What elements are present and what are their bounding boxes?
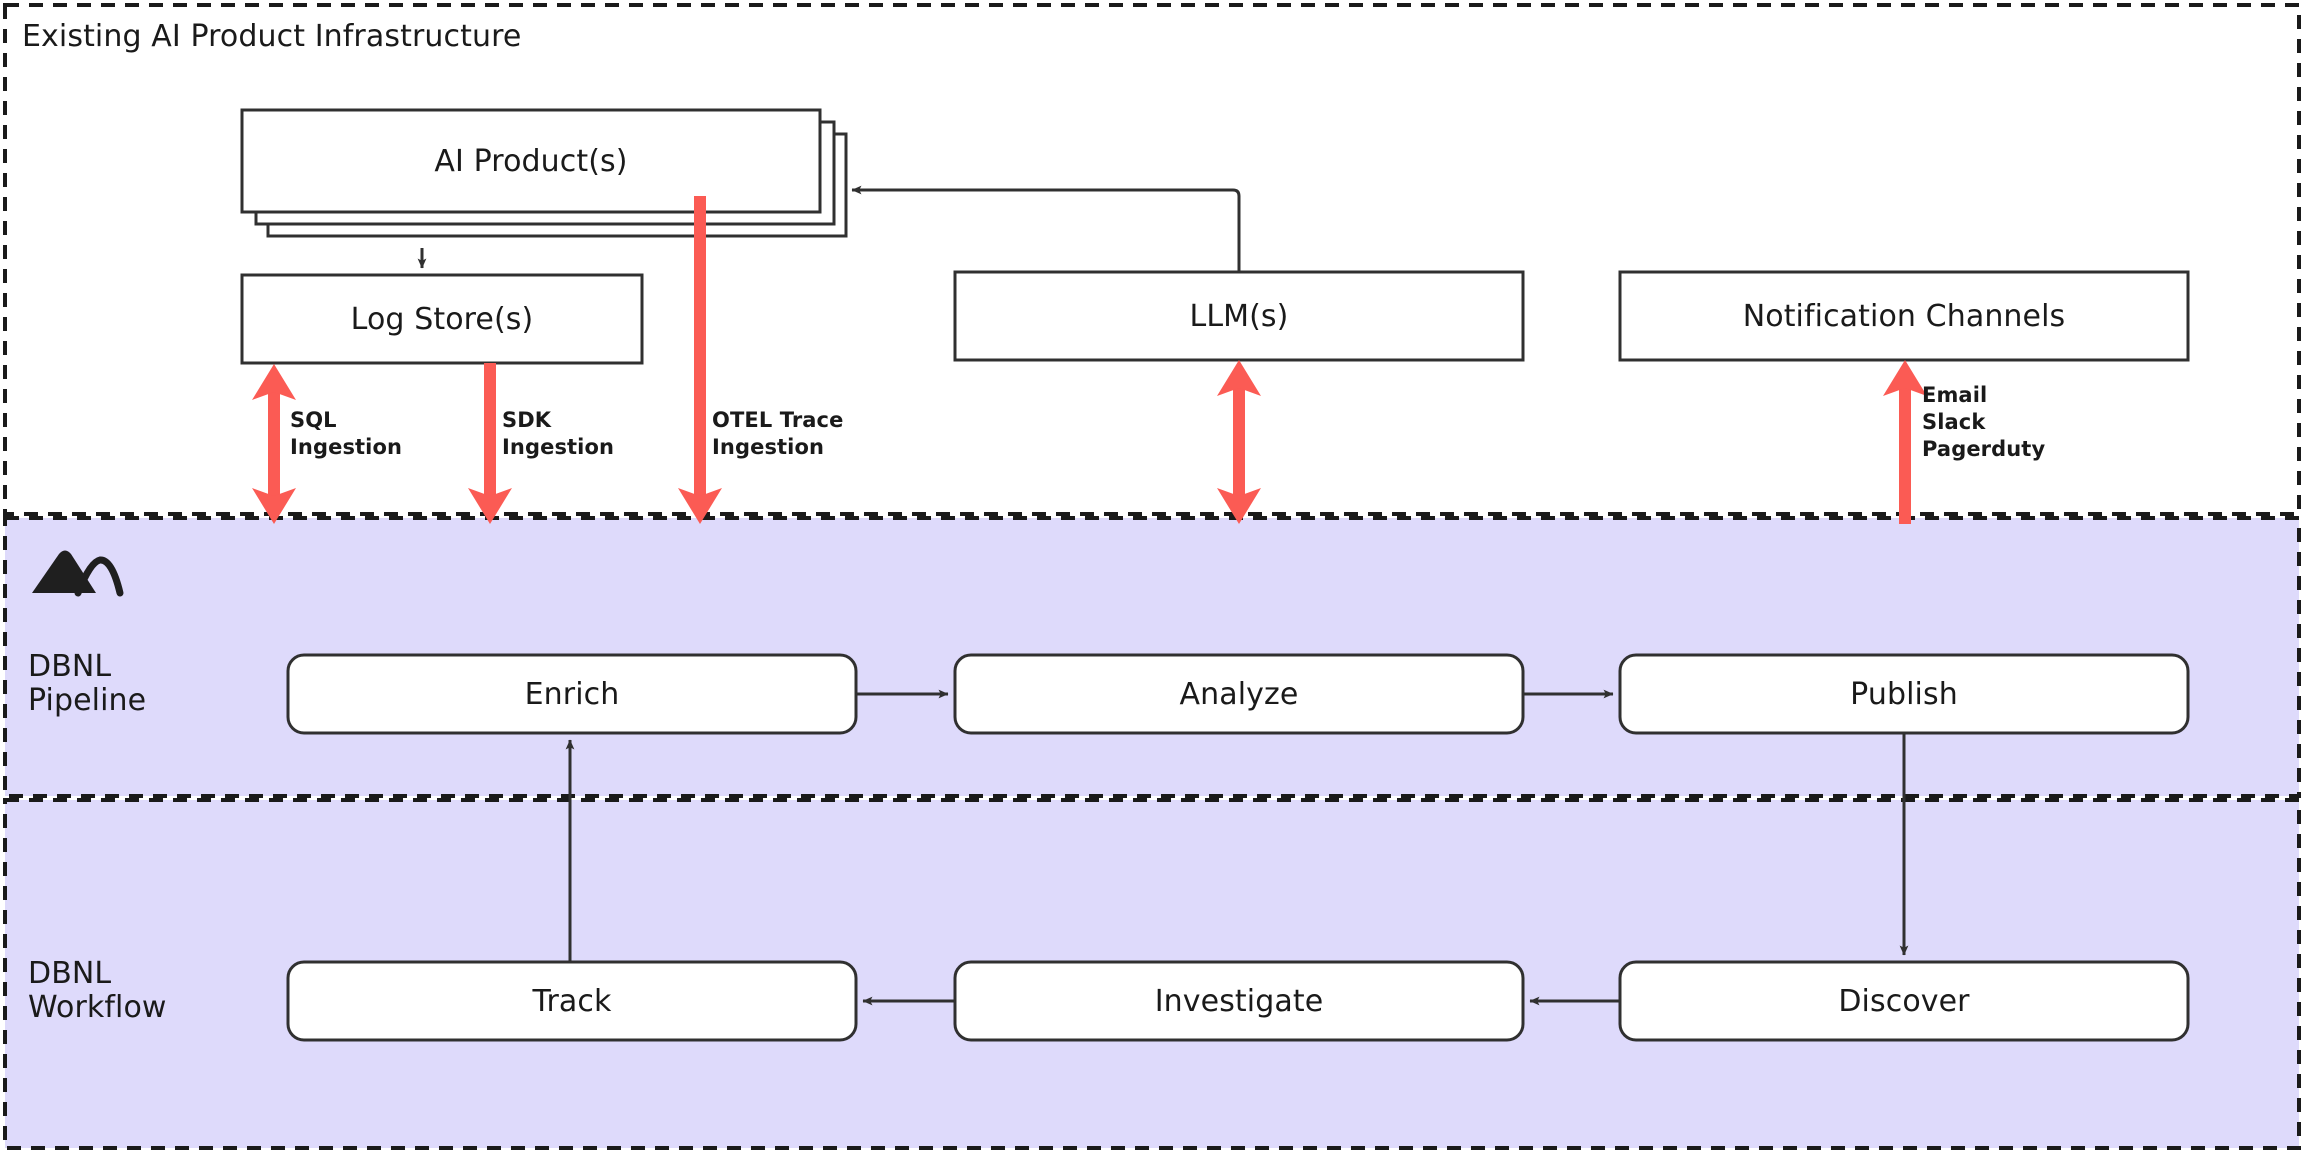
notification-channels-hit-area[interactable]	[1620, 272, 2188, 360]
dbnl-mountain-logo	[32, 550, 124, 597]
lane-existing-infra-bg	[3, 3, 2301, 516]
ai-products-hit-area[interactable]	[242, 110, 846, 236]
edge-llm-to-ai-products	[851, 185, 1241, 272]
discover-hit-area[interactable]	[1620, 962, 2188, 1040]
node-log-stores[interactable]	[240, 273, 644, 365]
llms-hit-area[interactable]	[955, 272, 1523, 360]
node-ai-products[interactable]	[240, 108, 848, 238]
edge-label-sdk-ingestion: SDK Ingestion	[502, 408, 615, 459]
edge-llm-link-arrow	[1217, 360, 1261, 524]
edge-notify-link-arrow	[1883, 360, 1927, 524]
node-notification-channels[interactable]	[1618, 270, 2190, 362]
lane-title-dbnl-pipeline: DBNL Pipeline	[28, 649, 147, 718]
lane-title-dbnl-workflow: DBNL Workflow	[28, 956, 167, 1025]
edge-label-otel-ingestion: OTEL Trace Ingestion	[712, 408, 844, 459]
publish-hit-area[interactable]	[1620, 655, 2188, 733]
node-track[interactable]	[286, 960, 858, 1042]
edge-label-notification-targets: Email Slack Pagerduty	[1922, 383, 2046, 461]
edge-sdk-ingestion-arrow	[468, 363, 512, 524]
edge-otel-ingestion-arrow	[678, 196, 722, 524]
edge-label-sql-ingestion: SQL Ingestion	[290, 408, 403, 459]
log-stores-hit-area[interactable]	[242, 275, 642, 363]
lane-title-existing-infra: Existing AI Product Infrastructure	[22, 19, 522, 54]
edge-sql-ingestion-arrow	[252, 364, 296, 524]
investigate-hit-area[interactable]	[955, 962, 1523, 1040]
enrich-hit-area[interactable]	[288, 655, 856, 733]
track-hit-area[interactable]	[288, 962, 856, 1040]
analyze-hit-area[interactable]	[955, 655, 1523, 733]
